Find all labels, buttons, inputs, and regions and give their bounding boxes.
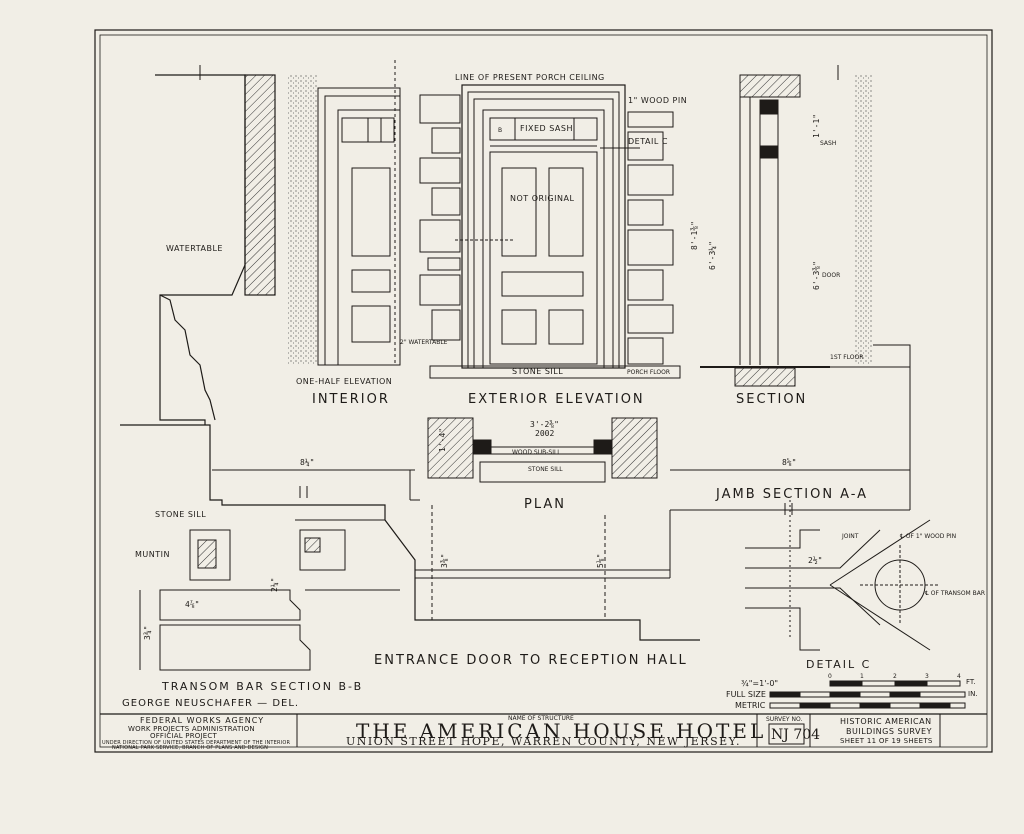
watertable-2-note: 2" WATERTABLE [400,339,448,346]
stone-sill-note: STONE SILL [512,367,564,376]
dim-1-1: 1'-1" [812,113,821,138]
scale-imperial-label: ¾"=1'-0" [741,679,779,688]
cl-wood-pin-note: ℄ OF 1" WOOD PIN [900,533,957,540]
agency-line-3: OFFICIAL PROJECT [150,732,217,740]
dimension-ticks [199,65,839,515]
scale-tick-0: 0 [828,673,832,680]
sheet-number: SHEET 11 OF 19 SHEETS [840,737,933,745]
scale-ft-label: FT. [966,678,976,686]
dim-8-1-4: 8¼" [300,458,315,467]
door-plan [409,417,658,501]
delineator-credit: GEORGE NEUSCHAFER — DEL. [122,698,300,709]
scale-in-label: IN. [968,690,978,698]
stone-sill-plan-note: STONE SILL [528,466,563,473]
porch-floor-note: PORCH FLOOR [627,369,671,376]
title-block-frame [100,713,987,747]
dim-3-3-4: 3¾" [143,625,152,640]
dim-8-5-8: 8⅝" [782,458,797,467]
structure-location: UNION STREET HOPE, WARREN COUNTY, NEW JE… [346,735,741,748]
dim-2002: 2002 [535,429,555,438]
survey-title-2: BUILDINGS SURVEY [846,727,932,736]
watertable-note: WATERTABLE [166,244,223,253]
section-b-marker: B [498,127,503,134]
exterior-elevation [419,84,681,379]
transom-bar-section-title: TRANSOM BAR SECTION B-B [162,680,364,693]
dim-6-3-1-4: 6'-3¼" [708,241,717,270]
scale-tick-2: 2 [893,673,897,680]
dim-1-4: 1'-4" [438,427,447,452]
transom-bar-section [139,529,400,671]
dim-2-1-2: 2½" [808,556,823,565]
door-section [670,74,911,511]
detail-c-title: DETAIL C [806,658,872,671]
inner-border [99,34,988,748]
door-note: DOOR [822,272,841,279]
dim-2-1-4: 2¼" [270,577,279,592]
exterior-elevation-title: EXTERIOR ELEVATION [468,392,645,407]
scale-tick-4: 4 [957,673,961,680]
scale-tick-1: 1 [860,673,864,680]
detail-c-ref-note: DETAIL C [628,137,668,146]
survey-no-label: SURVEY NO. [766,716,803,723]
dim-5-1-8: 5⅛" [596,553,605,568]
scale-bars [769,680,966,709]
survey-title-1: HISTORIC AMERICAN [840,717,932,726]
wall-profile [120,74,700,641]
agency-line-2: WORK PROJECTS ADMINISTRATION [128,725,255,733]
scale-metric-label: METRIC [735,701,766,710]
not-original-note: NOT ORIGINAL [510,194,575,203]
dim-3-2-3-8: 3'-2⅜" [530,420,559,429]
fixed-sash-note: FIXED SASH [520,124,573,133]
outer-border [94,29,993,753]
dim-6-3-3-8: 6'-3⅜" [812,261,821,290]
plan-title: PLAN [524,497,566,512]
muntin-note: MUNTIN [135,550,170,559]
one-half-elevation-label: ONE-HALF ELEVATION [296,377,393,386]
agency-line-4: UNDER DIRECTION OF UNITED STATES DEPARTM… [102,740,291,746]
porch-ceiling-note: LINE OF PRESENT PORCH CEILING [455,73,605,82]
wood-sub-sill-note: WOOD SUB-SILL [512,449,561,456]
entrance-door-profile [212,469,910,640]
joint-note: JOINT [842,533,859,540]
agency-line-5: NATIONAL PARK SERVICE, BRANCH OF PLANS A… [112,745,269,751]
interior-half-elevation [288,60,401,366]
detail-c [745,519,940,651]
stone-sill-left-note: STONE SILL [155,510,207,519]
scale-tick-3: 3 [925,673,929,680]
cl-transom-bar-note: ℄ OF TRANSOM BAR [925,590,986,597]
interior-title: INTERIOR [312,392,390,407]
section-title: SECTION [736,392,808,407]
wood-pin-note: 1" WOOD PIN [628,96,688,105]
dim-8-1-3-8: 8'-1⅜" [690,221,699,250]
survey-number: NJ 704 [771,727,821,743]
dim-4-7-8: 4⅞" [185,600,200,609]
first-floor-note: 1ST FLOOR [830,354,864,361]
structure-name: THE AMERICAN HOUSE HOTEL [356,719,767,743]
entrance-door-title: ENTRANCE DOOR TO RECEPTION HALL [374,653,688,668]
jamb-section-title: JAMB SECTION A-A [716,487,869,502]
stone-blocks-left [419,94,461,341]
scale-full-size-label: FULL SIZE [726,690,766,699]
sash-note: SASH [820,140,837,147]
stone-blocks-right [627,111,674,365]
dim-3-3-8: 3⅜" [440,553,449,568]
structure-name-label: NAME OF STRUCTURE [508,715,574,722]
agency-line-1: FEDERAL WORKS AGENCY [140,716,265,725]
